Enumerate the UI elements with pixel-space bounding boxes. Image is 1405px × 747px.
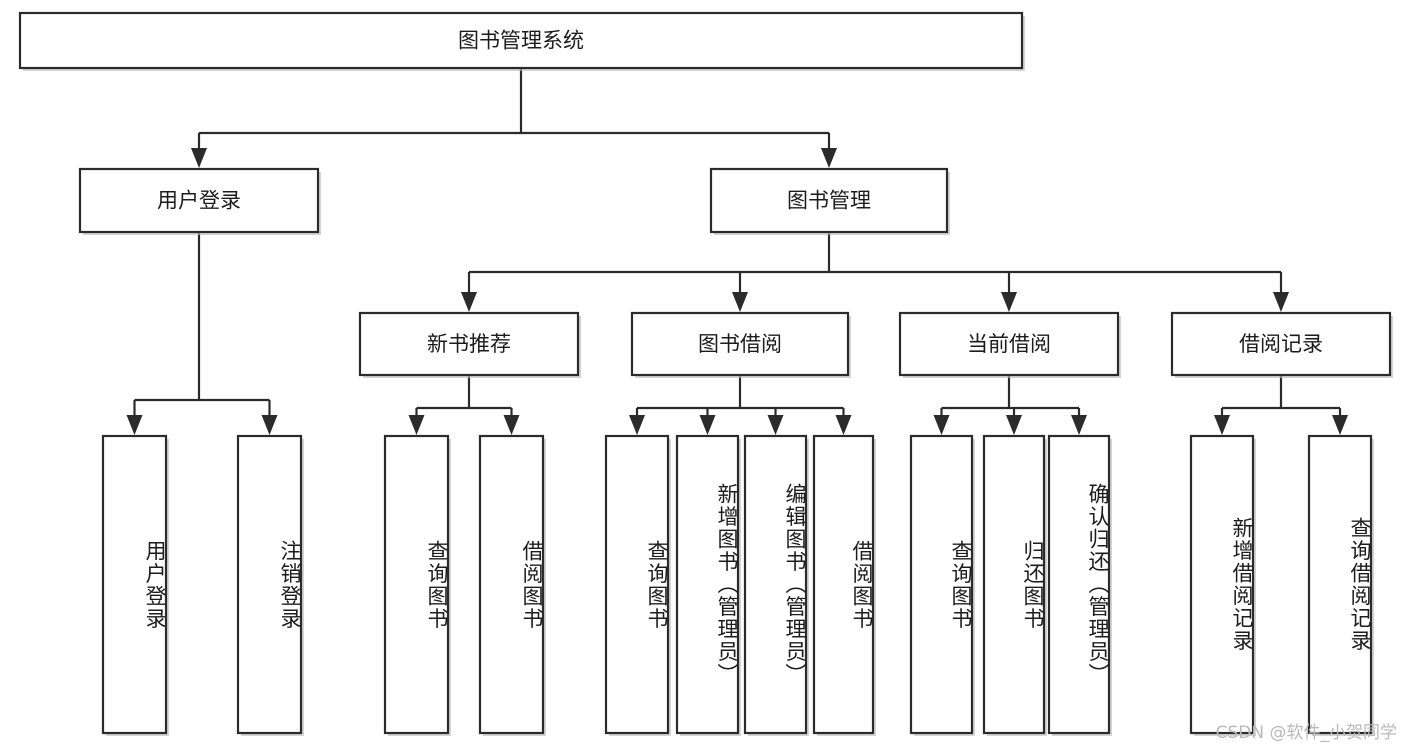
node-box-s_current[interactable] <box>898 311 1120 377</box>
arrow-head-l_nb_borrow <box>503 415 520 435</box>
node-box-l_rc_query[interactable] <box>1307 434 1373 735</box>
node-box-m_user_login[interactable] <box>78 167 320 234</box>
arrow-head-l_user_login <box>126 415 143 435</box>
edge-group-s_new_book <box>408 375 520 435</box>
node-label-s_record: 借阅记录 <box>1239 332 1323 356</box>
arrow-head-l_rc_add <box>1214 415 1230 435</box>
node-box-m_book_manage[interactable] <box>709 167 949 234</box>
edge-group-s_current <box>933 375 1087 435</box>
node-box-l_bb_query[interactable] <box>604 434 670 735</box>
edge-group-m_user_login <box>126 232 278 435</box>
arrow-head-m_book_manage <box>821 148 837 168</box>
arrow-head-s_record <box>1273 292 1289 312</box>
node-label-root: 图书管理系统 <box>458 29 584 53</box>
arrow-head-l_user_logout <box>261 415 278 435</box>
arrow-head-l_rc_query <box>1332 415 1348 435</box>
arrow-head-l_cb_query <box>933 415 950 435</box>
node-label-m_book_manage: 图书管理 <box>787 189 871 213</box>
node-box-root[interactable] <box>18 11 1024 70</box>
node-label-s_new_book: 新书推荐 <box>427 332 511 356</box>
node-box-s_borrow[interactable] <box>630 311 850 377</box>
node-box-l_nb_borrow[interactable] <box>478 434 545 735</box>
arrow-head-l_bb_borrow <box>835 415 852 435</box>
csdn-watermark: CSDN @软件_小贺同学 <box>1215 723 1397 743</box>
node-box-s_record[interactable] <box>1170 311 1392 377</box>
node-box-s_new_book[interactable] <box>358 311 580 377</box>
arrow-head-l_bb_edit <box>767 415 784 435</box>
node-box-l_user_logout[interactable] <box>236 434 303 735</box>
boxes-layer <box>18 11 1393 736</box>
arrow-head-s_current <box>1001 292 1017 312</box>
edge-group-m_book_manage <box>461 232 1289 312</box>
edge-group-s_record <box>1214 375 1348 435</box>
node-box-l_bb_borrow[interactable] <box>812 434 875 735</box>
node-box-l_bb_edit[interactable] <box>743 434 808 735</box>
node-label-s_current: 当前借阅 <box>967 332 1051 356</box>
node-box-l_user_login[interactable] <box>101 434 168 735</box>
arrow-head-l_nb_query <box>408 415 425 435</box>
edge-group-root <box>191 68 837 168</box>
node-box-l_cb_query[interactable] <box>909 434 974 735</box>
arrow-head-l_cb_confirm <box>1071 415 1087 435</box>
node-box-l_nb_query[interactable] <box>383 434 450 735</box>
node-label-m_user_login: 用户登录 <box>157 189 241 213</box>
arrow-head-m_user_login <box>191 148 207 168</box>
node-box-l_bb_add[interactable] <box>675 434 740 735</box>
arrow-head-s_new_book <box>461 292 477 312</box>
arrow-head-l_bb_query <box>629 415 645 435</box>
connectors-layer <box>126 68 1348 435</box>
arrow-head-l_bb_add <box>699 415 716 435</box>
edge-group-s_borrow <box>629 375 852 435</box>
arrow-head-l_cb_return <box>1006 415 1022 435</box>
node-box-l_cb_return[interactable] <box>982 434 1046 735</box>
node-box-l_cb_confirm[interactable] <box>1047 434 1111 735</box>
node-label-s_borrow: 图书借阅 <box>698 332 782 356</box>
node-box-l_rc_add[interactable] <box>1189 434 1255 735</box>
arrow-head-s_borrow <box>732 292 748 312</box>
